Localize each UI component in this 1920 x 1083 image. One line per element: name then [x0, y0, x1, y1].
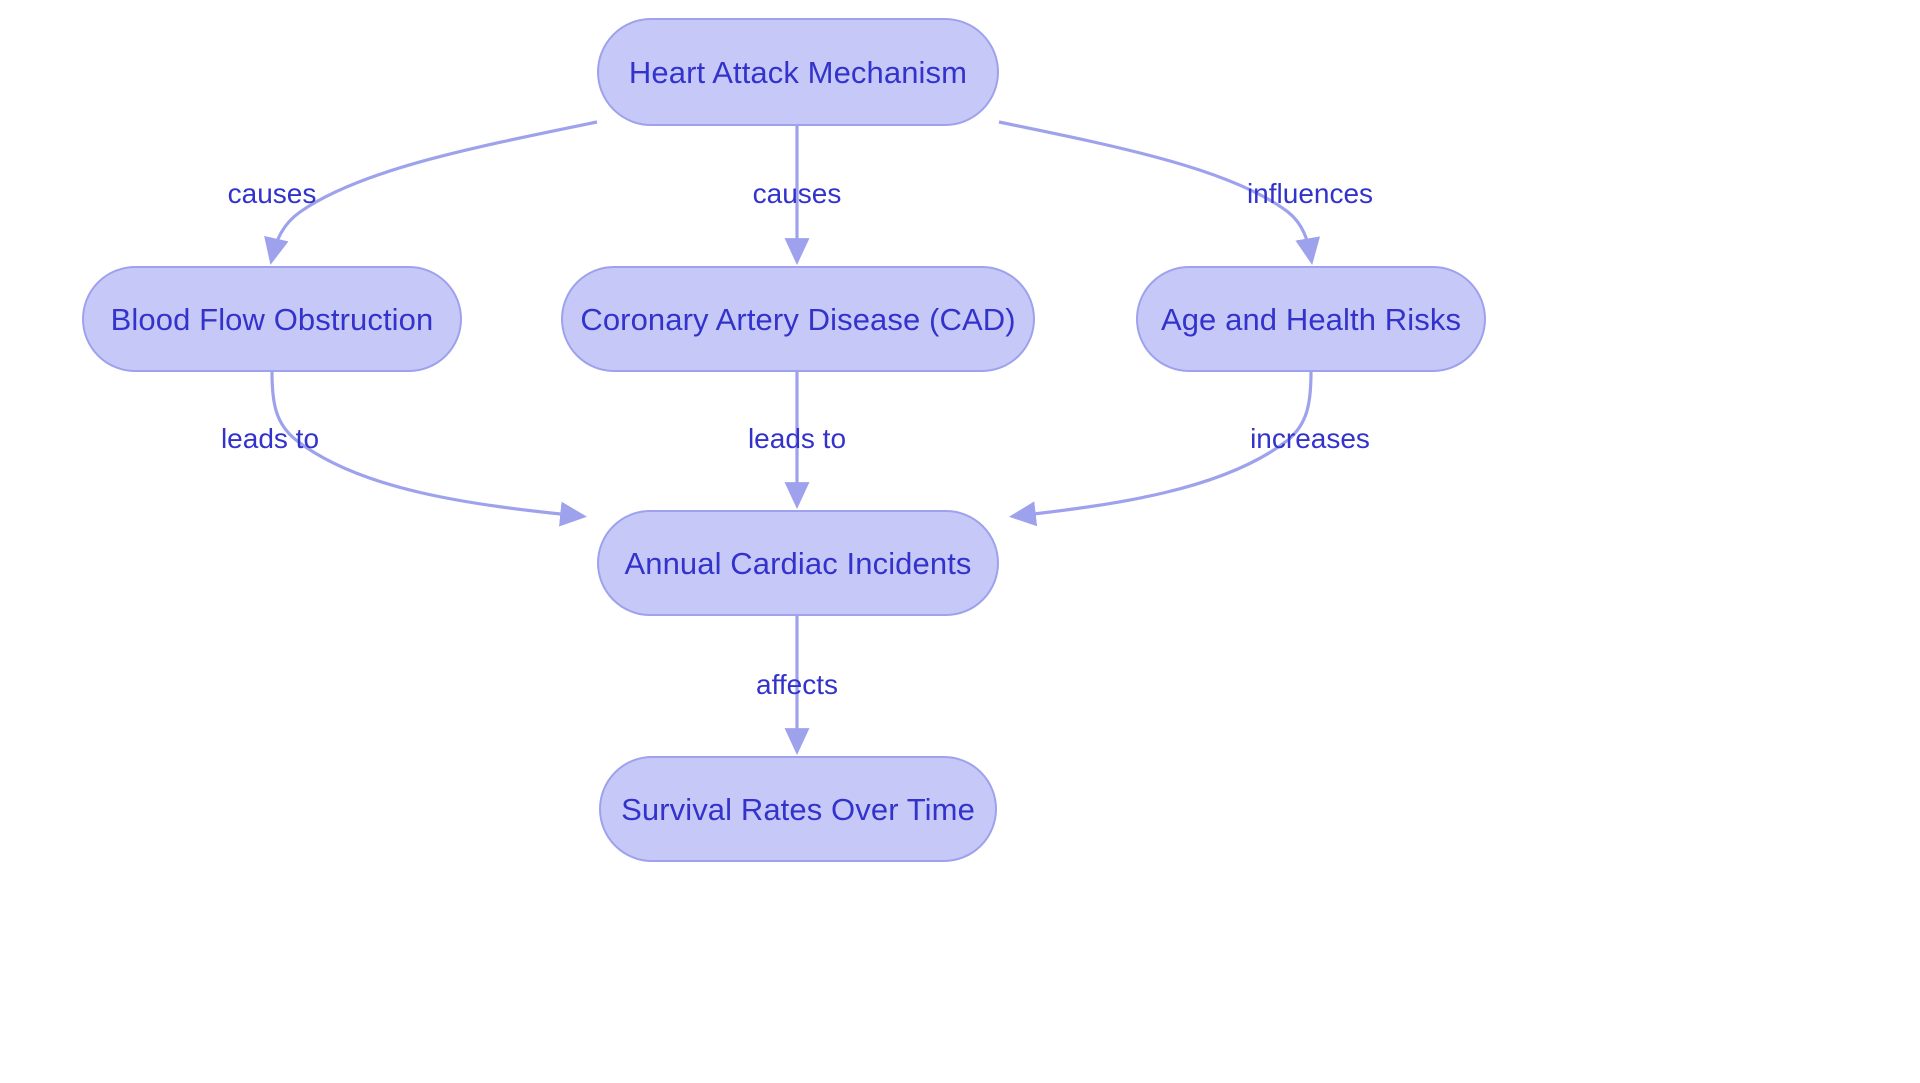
- node-age-and-health-risks[interactable]: Age and Health Risks: [1136, 266, 1486, 372]
- node-label: Survival Rates Over Time: [621, 791, 975, 827]
- node-label: Heart Attack Mechanism: [628, 54, 968, 90]
- edge-label-leads-to-cad-incidents: leads to: [747, 423, 847, 454]
- edge-label-leads-to-obstruction-incidents: leads to: [220, 423, 320, 454]
- edge-path-risks-to-incidents: [1009, 371, 1313, 527]
- edge-label-causes-cad: causes: [752, 178, 842, 209]
- edge-label-causes-obstruction: causes: [227, 178, 317, 209]
- edge-label-influences-risks: influences: [1246, 178, 1374, 209]
- edge-label-affects-survival: affects: [756, 669, 838, 700]
- edge-path-mechanism-to-obstruction: [264, 120, 598, 265]
- node-annual-cardiac-incidents[interactable]: Annual Cardiac Incidents: [597, 510, 999, 616]
- node-label: Annual Cardiac Incidents: [624, 545, 972, 581]
- node-label: Coronary Artery Disease (CAD): [580, 301, 1016, 337]
- node-blood-flow-obstruction[interactable]: Blood Flow Obstruction: [82, 266, 462, 372]
- node-heart-attack-mechanism[interactable]: Heart Attack Mechanism: [597, 18, 999, 126]
- node-coronary-artery-disease[interactable]: Coronary Artery Disease (CAD): [561, 266, 1035, 372]
- node-survival-rates-over-time[interactable]: Survival Rates Over Time: [599, 756, 997, 862]
- edge-label-increases-risks-incidents: increases: [1250, 423, 1370, 454]
- node-label: Blood Flow Obstruction: [110, 301, 434, 337]
- edge-path-obstruction-to-incidents: [270, 371, 588, 527]
- node-label: Age and Health Risks: [1160, 301, 1462, 337]
- edge-path-mechanism-to-risks: [998, 120, 1321, 265]
